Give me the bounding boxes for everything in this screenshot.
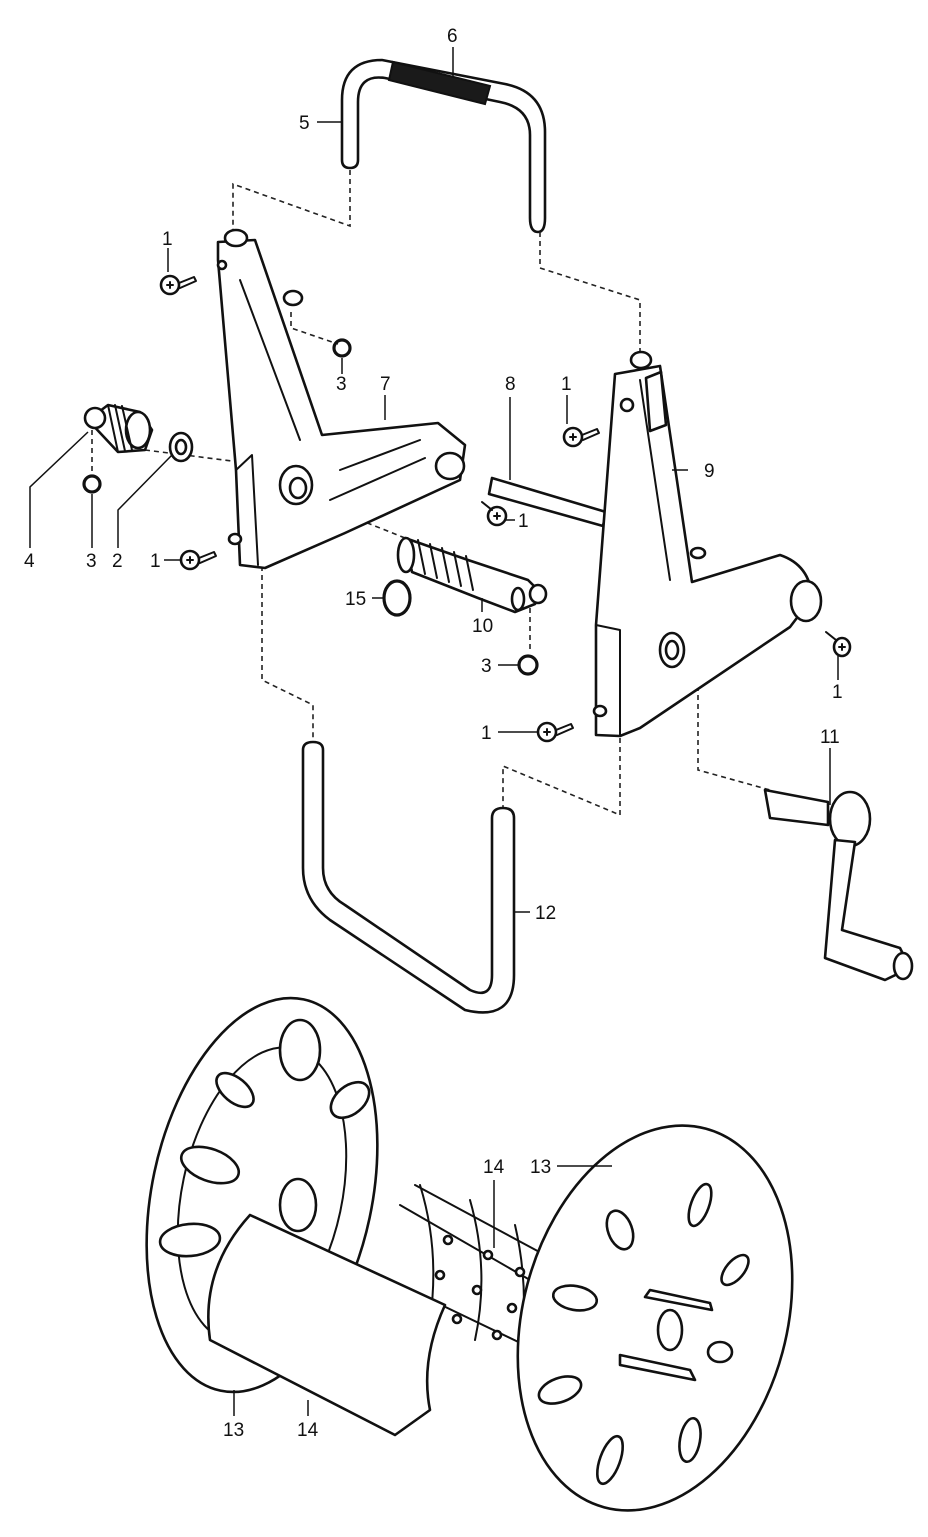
- o-ring-a: [332, 338, 352, 358]
- callout-13-bottom: 13: [223, 1420, 244, 1441]
- screw-1: [159, 274, 197, 296]
- callout-10: 10: [472, 616, 493, 637]
- hose-connector: [83, 403, 154, 454]
- callout-7: 7: [380, 374, 391, 395]
- washer: [168, 431, 194, 463]
- left-side-frame: [216, 228, 467, 570]
- callout-11: 11: [820, 727, 840, 748]
- callout-1-bottom: 1: [481, 723, 492, 744]
- callout-1-right-top: 1: [561, 374, 572, 395]
- o-ring-b: [82, 474, 102, 494]
- top-handle: [340, 58, 547, 234]
- callout-1-left: 1: [150, 551, 161, 572]
- lower-frame: [301, 740, 516, 1014]
- callout-5: 5: [299, 113, 310, 134]
- screw-3: [481, 501, 508, 527]
- right-side-frame: [592, 350, 823, 738]
- callout-12: 12: [535, 903, 556, 924]
- callout-labels: 6 5 1 3 7 8 1 9 4 3 2 1 1 15 10 3 1 1 11…: [24, 26, 843, 1441]
- callout-14-top: 14: [483, 1157, 505, 1178]
- callout-13-top: 13: [530, 1157, 551, 1178]
- callout-3-c: 3: [481, 656, 492, 677]
- screws: [159, 274, 852, 743]
- swivel-joint: [396, 536, 548, 614]
- handle-grip: [387, 60, 492, 106]
- callout-14-bottom: 14: [297, 1420, 319, 1441]
- crank-handle: [763, 788, 914, 982]
- o-ring-large: [382, 579, 412, 617]
- callout-2: 2: [112, 551, 123, 572]
- screw-5: [825, 631, 852, 658]
- callout-8: 8: [505, 374, 516, 395]
- reel-drum: [145, 996, 794, 1512]
- callout-15: 15: [345, 589, 366, 610]
- screw-6: [536, 721, 574, 743]
- callout-6: 6: [447, 26, 458, 47]
- callout-1-top: 1: [162, 229, 173, 250]
- leader-lines: [29, 47, 839, 1416]
- callout-3-b: 3: [86, 551, 97, 572]
- callout-1-right: 1: [832, 682, 843, 703]
- callout-9: 9: [704, 461, 715, 482]
- callout-4: 4: [24, 551, 35, 572]
- callout-1-mid: 1: [518, 511, 529, 532]
- callout-3-a: 3: [336, 374, 347, 395]
- o-ring-c: [517, 654, 539, 676]
- screw-4: [179, 549, 217, 571]
- screw-2: [562, 426, 600, 448]
